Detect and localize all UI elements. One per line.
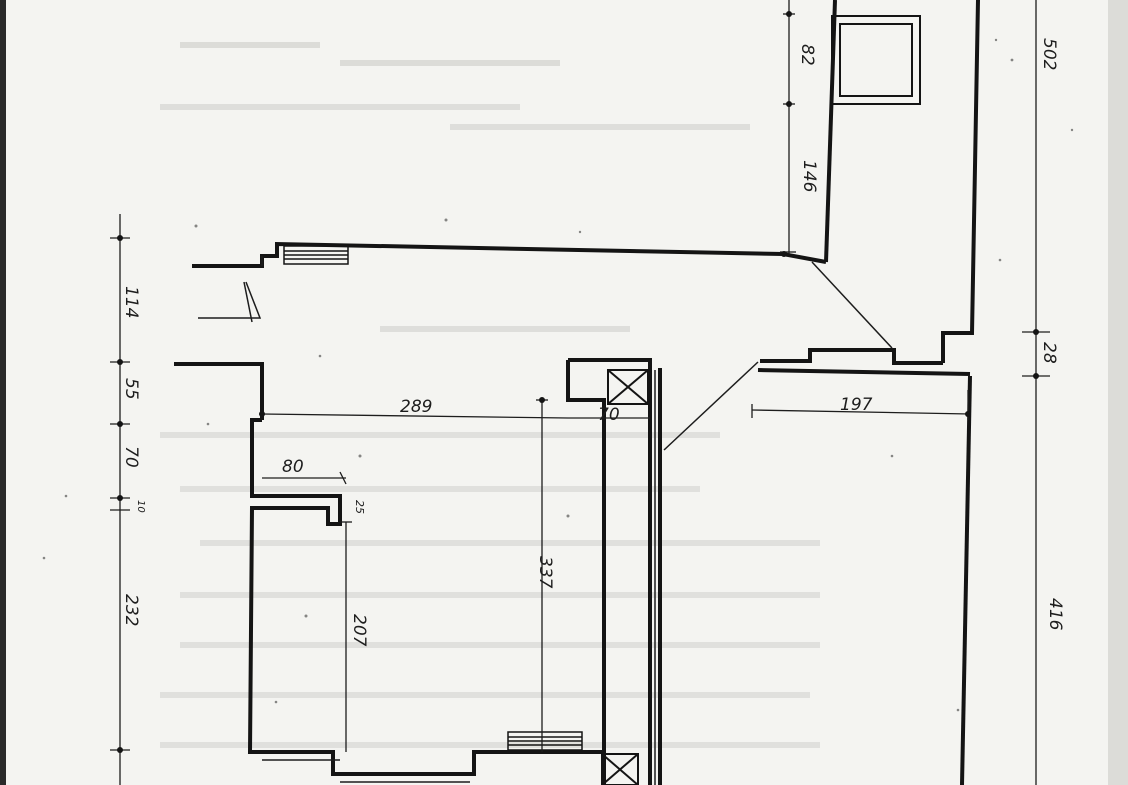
dim-28: 28	[1039, 342, 1059, 364]
radiator-top	[283, 245, 349, 265]
wall-far-right	[960, 375, 972, 785]
dim-25: 25	[353, 500, 366, 514]
entrance-door-leaf	[198, 281, 262, 319]
paper-edge-shadow	[1108, 0, 1128, 785]
shaft-bottom	[601, 753, 639, 785]
dim-197: 197	[840, 395, 873, 415]
wall-right-wing-left	[824, 0, 837, 263]
dim-146: 146	[799, 160, 819, 193]
left-frame-edge	[0, 0, 6, 785]
dimension-lines	[110, 0, 1050, 785]
thin-lines	[198, 256, 893, 785]
wall-left-entrance	[174, 362, 264, 420]
dim-289: 289	[400, 397, 432, 417]
wall-shaft-top	[568, 358, 652, 785]
bleed-through-text	[160, 42, 820, 748]
dim-70-left: 70	[121, 446, 141, 468]
wall-right-wing-right	[941, 0, 980, 363]
radiator-bottom	[507, 731, 583, 751]
skylight-box	[831, 15, 921, 105]
dim-55: 55	[121, 378, 141, 400]
dim-80: 80	[282, 457, 304, 477]
dim-232: 232	[121, 594, 141, 626]
dim-416: 416	[1045, 598, 1065, 631]
wall-shaft	[566, 360, 606, 785]
dim-207: 207	[349, 614, 369, 647]
door-swing-landing	[811, 261, 893, 349]
walls	[174, 0, 980, 785]
shaft-top	[607, 369, 649, 405]
wall-landing	[760, 348, 943, 365]
dim-10: 10	[135, 500, 146, 513]
dim-70-room: 70	[598, 405, 620, 425]
dim-502: 502	[1039, 38, 1059, 70]
wall-landing-lower	[757, 368, 971, 376]
paper-speckles	[42, 38, 1074, 712]
dim-114: 114	[121, 286, 141, 318]
wall-left-upper	[247, 418, 604, 776]
dim-82: 82	[797, 44, 817, 66]
dimension-ticks	[117, 11, 1039, 753]
dim-337: 337	[535, 556, 555, 589]
